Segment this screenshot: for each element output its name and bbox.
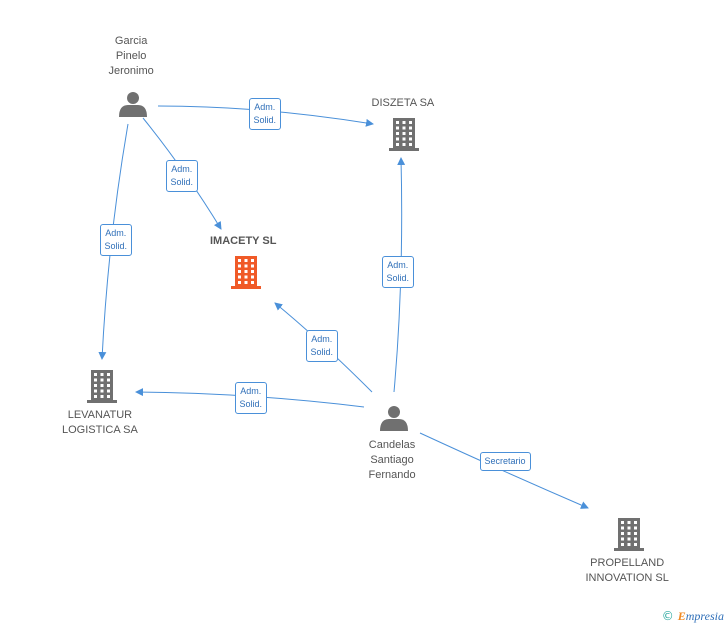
node-label-line: Garcia: [114, 35, 148, 47]
edge-label-garcia-to-diszeta[interactable]: Adm. Solid.: [248, 98, 282, 130]
edge-label-candelas-to-propelland[interactable]: Secretario: [479, 451, 531, 471]
edge-label-candelas-to-imacety[interactable]: Adm. Solid.: [305, 330, 339, 362]
edge-label-text: Adm.: [311, 334, 333, 344]
person-icon-garcia[interactable]: [119, 92, 147, 117]
node-label-line: LEVANATUR: [67, 409, 133, 421]
node-label-imacety[interactable]: IMACETY SL: [210, 234, 276, 249]
edge-label-text: Adm.: [105, 228, 127, 238]
node-label-levanatur[interactable]: LEVANATUR LOGISTICA SA: [62, 408, 138, 438]
node-label-line: INNOVATION SL: [585, 572, 669, 584]
edge-candelas-to-propelland: [419, 432, 589, 509]
node-label-line: Pinelo: [115, 50, 147, 62]
edge-label-text: Solid.: [170, 177, 194, 187]
building-icon-levanatur[interactable]: [87, 370, 117, 403]
node-label-line: Jeronimo: [108, 65, 154, 77]
node-label-line: LOGISTICA SA: [62, 424, 138, 436]
edge-label-text: Solid.: [386, 273, 410, 283]
edge-label-garcia-to-imacety[interactable]: Adm. Solid.: [165, 160, 199, 192]
node-label-propelland[interactable]: PROPELLAND INNOVATION SL: [586, 556, 669, 586]
edge-label-text: Adm.: [240, 386, 262, 396]
edge-label-text: Solid.: [239, 399, 263, 409]
edge-label-text: Adm.: [387, 260, 409, 270]
edge-label-text: Adm.: [171, 164, 193, 174]
node-label-line: IMACETY SL: [210, 235, 277, 247]
edge-label-text: Solid.: [253, 115, 277, 125]
building-icon-diszeta[interactable]: [389, 118, 419, 151]
brand-name: mpresia: [685, 609, 724, 623]
edge-label-candelas-to-diszeta[interactable]: Adm. Solid.: [381, 256, 415, 288]
copyright-icon: ©: [661, 609, 674, 623]
empresia-watermark: ©Empresia: [662, 609, 724, 624]
node-label-line: DISZETA SA: [371, 97, 435, 109]
edge-label-text: Adm.: [254, 102, 276, 112]
edge-label-text: Solid.: [310, 347, 334, 357]
node-label-line: Fernando: [368, 469, 416, 481]
building-icon-imacety[interactable]: [231, 256, 261, 289]
edge-label-candelas-to-levanatur[interactable]: Adm. Solid.: [234, 382, 268, 414]
node-label-diszeta[interactable]: DISZETA SA: [372, 96, 435, 111]
node-label-line: Santiago: [370, 454, 414, 466]
brand-initial: E: [677, 609, 686, 623]
edge-label-text: Solid.: [104, 241, 128, 251]
edge-label-garcia-to-levanatur[interactable]: Adm. Solid.: [99, 224, 133, 256]
person-icon-candelas[interactable]: [380, 406, 408, 431]
node-label-line: Candelas: [368, 439, 416, 451]
node-label-line: PROPELLAND: [590, 557, 665, 569]
edge-label-text: Secretario: [484, 455, 526, 466]
building-icon-propelland[interactable]: [614, 518, 644, 551]
